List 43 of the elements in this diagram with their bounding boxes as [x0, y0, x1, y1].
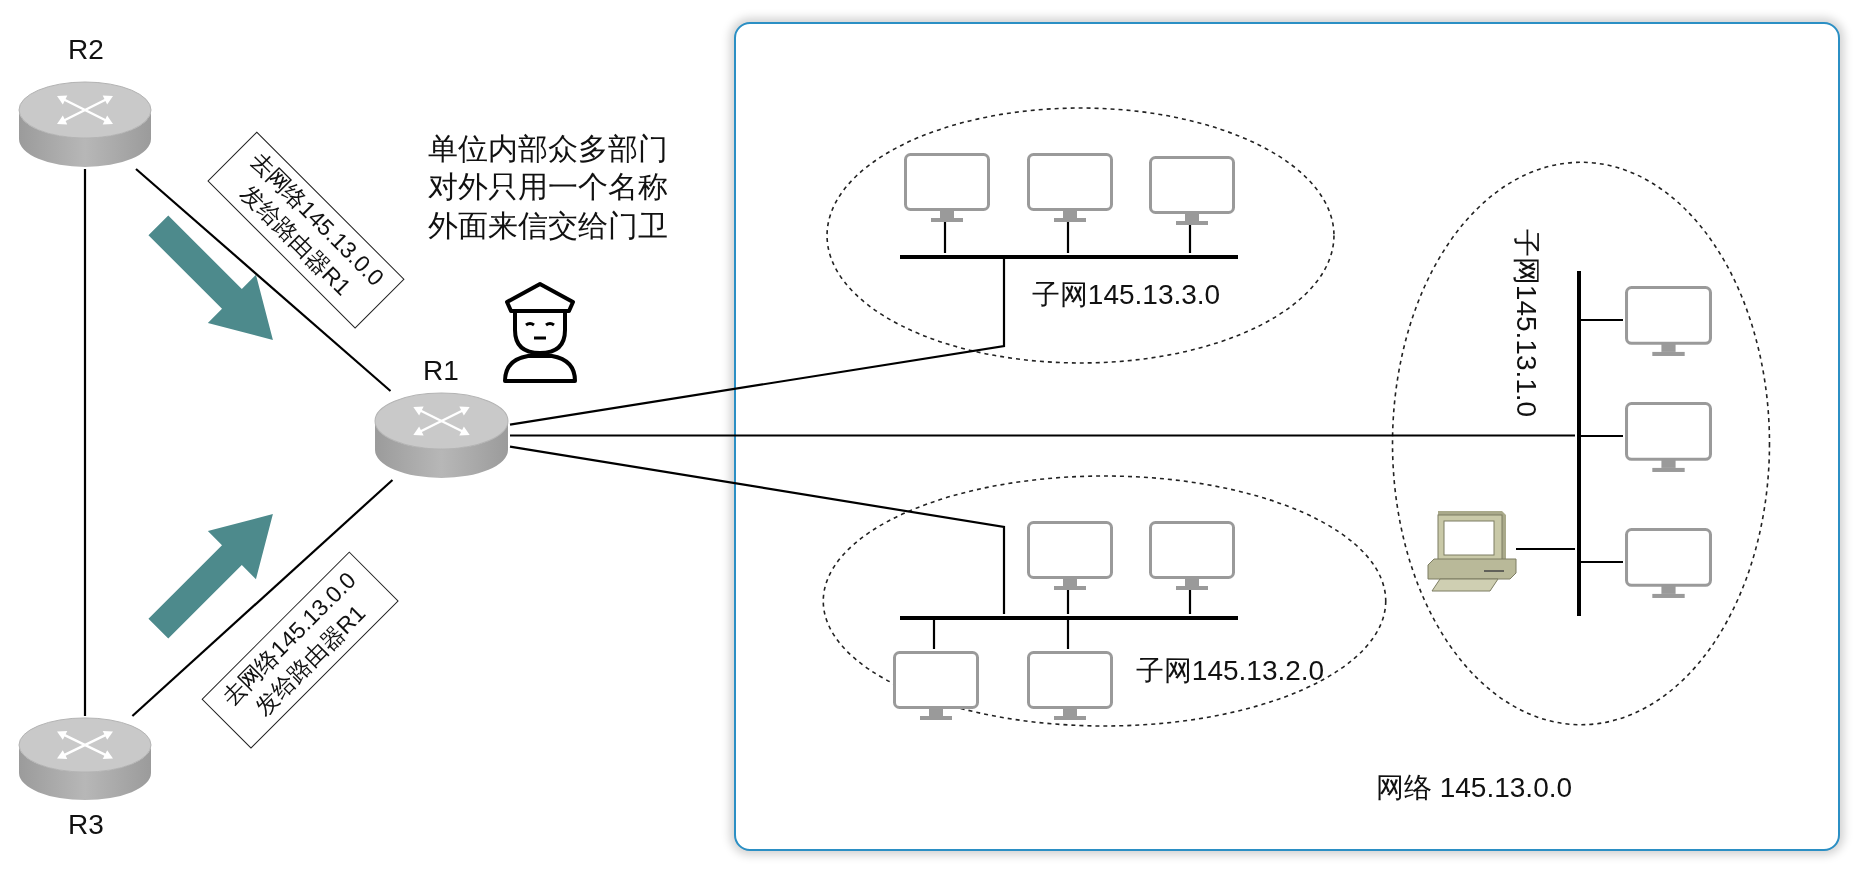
network-link — [1188, 225, 1192, 253]
network-link — [1579, 318, 1623, 322]
subnet-ellipse — [821, 475, 1388, 727]
router-label: R1 — [423, 354, 459, 388]
monitor-icon — [1027, 153, 1113, 224]
monitor-icon — [1027, 521, 1113, 592]
network-bus — [900, 255, 1238, 259]
desktop-computer-icon — [1426, 509, 1518, 593]
network-link — [1516, 547, 1575, 551]
network-bus — [900, 616, 1238, 620]
monitor-icon — [893, 651, 979, 722]
subnet-label: 子网145.13.3.0 — [1031, 278, 1221, 312]
network-link — [932, 618, 936, 649]
monitor-icon — [1149, 156, 1235, 227]
network-link — [135, 168, 392, 392]
router-label: R3 — [68, 808, 104, 842]
subnet-label: 子网145.13.2.0 — [1135, 654, 1325, 688]
network-link — [510, 434, 1575, 437]
network-bus — [1577, 271, 1581, 616]
network-link — [509, 445, 1006, 614]
network-link — [1579, 434, 1623, 438]
network-link — [1066, 590, 1070, 614]
subnet-label: 子网145.13.1.0 — [1510, 228, 1543, 418]
network-link — [83, 169, 87, 716]
network-link — [1066, 222, 1070, 253]
monitor-icon — [1625, 528, 1712, 600]
monitor-icon — [1625, 402, 1712, 474]
monitor-icon — [904, 153, 990, 224]
subnet-ellipse — [825, 107, 1336, 364]
network-link — [943, 222, 947, 253]
monitor-icon — [1625, 286, 1712, 358]
network-link — [131, 479, 394, 717]
monitor-icon — [1149, 521, 1235, 592]
network-label: 网络 145.13.0.0 — [1375, 771, 1573, 805]
note-text: 单位内部众多部门对外只用一个名称外面来信交给门卫 — [428, 131, 669, 245]
network-link — [1188, 590, 1192, 614]
network-link — [1579, 560, 1623, 564]
network-link — [509, 257, 1006, 426]
subnet-ellipse — [1391, 160, 1771, 727]
router-label: R2 — [68, 33, 104, 67]
monitor-icon — [1027, 651, 1113, 722]
network-panel — [734, 22, 1840, 851]
network-link — [1066, 618, 1070, 649]
